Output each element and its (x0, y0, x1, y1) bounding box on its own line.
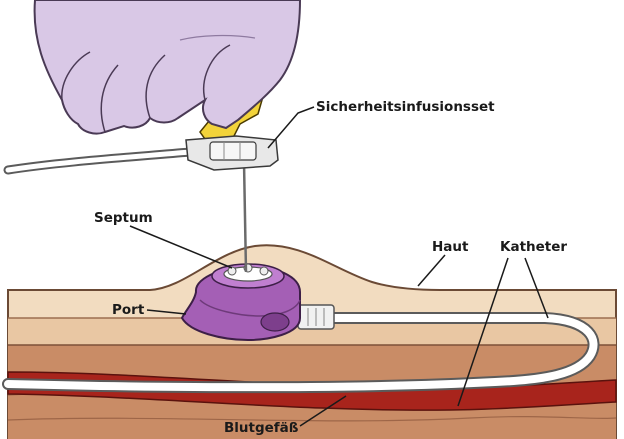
label-blood-vessel: Blutgefäß (224, 420, 299, 436)
label-skin: Haut (432, 239, 469, 255)
leader-skin (418, 255, 445, 286)
infusion-tubing (8, 152, 190, 170)
label-septum: Septum (94, 210, 153, 226)
label-catheter: Katheter (500, 239, 567, 255)
gloved-hand (35, 0, 300, 134)
tissue-layers (8, 245, 616, 439)
label-port: Port (112, 302, 145, 318)
glove (35, 0, 300, 134)
label-safety-infusion-set: Sicherheitsinfusionsset (316, 99, 495, 115)
leader-septum (130, 226, 232, 268)
